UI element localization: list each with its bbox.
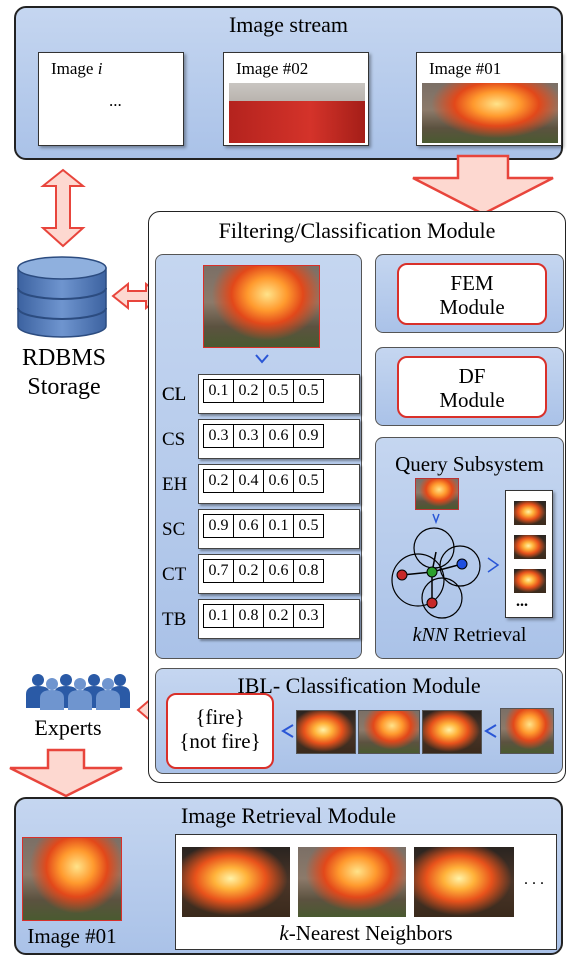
feature-value: 0.5 [293, 379, 324, 403]
feature-label-cs: CS [162, 429, 186, 450]
image-i-card: Image i ... [38, 52, 184, 146]
chevron-down-icon [255, 354, 269, 364]
query-image [203, 265, 320, 348]
feature-value: 0.2 [233, 559, 264, 583]
feature-value: 0.2 [263, 604, 294, 628]
image-01-card: Image #01 [416, 52, 562, 146]
feature-vector-cl: 0.1 0.2 0.5 0.5 [198, 374, 360, 414]
df-label-2: Module [439, 388, 505, 412]
df-module-box: DF Module [397, 356, 547, 418]
knn-result-3 [414, 847, 514, 917]
feature-value: 0.7 [203, 559, 234, 583]
stream-to-filter-arrow [412, 154, 554, 216]
class-labels-box: {fire} {not fire} [166, 693, 274, 769]
feature-label-ct: CT [162, 564, 187, 585]
experts-down-arrow [9, 748, 123, 798]
burning-house-image [422, 83, 558, 143]
knn-results-box: . . . k-Nearest Neighbors [175, 834, 557, 950]
feature-label: CL [162, 384, 187, 405]
fire-truck-image [229, 83, 365, 143]
feature-label-tb: TB [162, 609, 187, 630]
knn-label-text: -Nearest Neighbors [288, 921, 453, 945]
feature-value: 0.5 [263, 379, 294, 403]
image-02-card: Image #02 [223, 52, 369, 146]
feature-value: 0.6 [263, 424, 294, 448]
feature-vector-tb: 0.1 0.8 0.2 0.3 [198, 599, 360, 639]
ibl-title: IBL- Classification Module [237, 673, 481, 698]
neighbor-thumb-2 [358, 710, 420, 754]
retrieved-thumb-3 [514, 569, 546, 593]
chevron-left-icon [484, 724, 497, 738]
storage-label-1: RDBMS [21, 345, 107, 371]
knn-var: kNN [412, 624, 449, 646]
neighbor-thumb-1 [296, 710, 356, 754]
storage-label-2: Storage [27, 374, 101, 400]
image-stream-title: Image stream [228, 12, 349, 37]
feature-vector-ct: 0.7 0.2 0.6 0.8 [198, 554, 360, 594]
query-thumb-ibl [500, 708, 554, 754]
feature-value: 0.1 [203, 379, 234, 403]
image-i-prefix: Image [51, 59, 98, 78]
query-thumbnail [415, 478, 459, 510]
query-subsystem-title: Query Subsystem [395, 452, 544, 476]
retrieved-thumb-1 [514, 501, 546, 525]
image-retrieval-title: Image Retrieval Module [180, 803, 397, 828]
feature-value: 0.3 [293, 604, 324, 628]
feature-value: 0.2 [233, 379, 264, 403]
class-not-fire: {not fire} [179, 729, 261, 753]
feature-value: 0.8 [233, 604, 264, 628]
knn-retrieval-text: Retrieval [448, 624, 527, 646]
neighbor-thumb-3 [422, 710, 482, 754]
image-i-var: i [97, 59, 103, 78]
retrieval-image-label: Image #01 [27, 924, 117, 948]
knn-k-var: k [279, 921, 289, 945]
knn-result-1 [182, 847, 290, 917]
knn-retrieval-label: kNN Retrieval [375, 624, 564, 647]
feature-value: 0.9 [293, 424, 324, 448]
image-01-label: Image #01 [429, 59, 502, 78]
database-icon [17, 256, 107, 338]
image-stream-panel: Image stream Image i ... Image #02 Image… [14, 6, 563, 160]
knn-results-dots: . . . [524, 871, 544, 888]
feature-value: 0.5 [293, 514, 324, 538]
experts-icon [26, 674, 130, 710]
feature-value: 0.4 [233, 469, 264, 493]
df-label-1: DF [458, 364, 486, 388]
feature-value: 0.2 [203, 469, 234, 493]
retrieval-query-image [22, 837, 122, 921]
feature-vector-eh: 0.2 0.4 0.6 0.5 [198, 464, 360, 504]
feature-label-eh: EH [162, 474, 188, 495]
fem-module-box: FEM Module [397, 263, 547, 325]
feature-value: 0.6 [263, 469, 294, 493]
experts-label: Experts [34, 715, 102, 740]
knn-graph [391, 513, 500, 619]
feature-value: 0.1 [263, 514, 294, 538]
feature-vector-sc: 0.9 0.6 0.1 0.5 [198, 509, 360, 549]
stream-storage-arrow [40, 168, 86, 248]
image-i-dots: ... [109, 91, 122, 110]
fem-label-2: Module [439, 295, 505, 319]
feature-value: 0.3 [203, 424, 234, 448]
feature-value: 0.3 [233, 424, 264, 448]
fem-label-1: FEM [450, 271, 494, 295]
retrieved-images-card: ... [505, 490, 553, 618]
feature-label-sc: SC [162, 519, 186, 540]
retrieved-dots: ... [516, 593, 528, 610]
knn-result-2 [298, 847, 406, 917]
retrieved-thumb-2 [514, 535, 546, 559]
image-02-label: Image #02 [236, 59, 309, 78]
class-fire: {fire} [195, 705, 245, 729]
feature-value: 0.1 [203, 604, 234, 628]
feature-value: 0.9 [203, 514, 234, 538]
feature-label-cl: CL [162, 384, 187, 405]
feature-value: 0.8 [293, 559, 324, 583]
feature-value: 0.6 [263, 559, 294, 583]
image-i-label: Image i [51, 59, 102, 79]
knn-label: k-Nearest Neighbors [176, 921, 556, 946]
filtering-module-title: Filtering/Classification Module [218, 218, 496, 243]
feature-value: 0.5 [293, 469, 324, 493]
feature-value: 0.6 [233, 514, 264, 538]
feature-vector-cs: 0.3 0.3 0.6 0.9 [198, 419, 360, 459]
chevron-left-icon [281, 724, 294, 738]
